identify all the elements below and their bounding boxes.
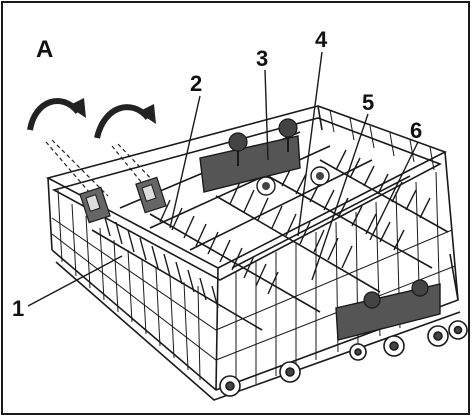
callout-5: 5 (362, 90, 374, 115)
leader-lines (27, 51, 419, 307)
panel-letter: A (36, 36, 53, 63)
hinge-clip-center (135, 176, 167, 214)
curved-arrow-icon (94, 104, 156, 139)
callout-2: 2 (190, 71, 202, 96)
curved-arrow-icon (27, 98, 86, 131)
callout-3: 3 (256, 46, 268, 71)
callout-4: 4 (315, 27, 328, 52)
height-adjuster-front (335, 279, 441, 341)
rack-wheels (219, 320, 468, 397)
hinge-clip-left (79, 186, 111, 224)
callout-1: 1 (12, 296, 24, 321)
back-wall-wires (329, 109, 435, 171)
rack-frame (45, 105, 461, 401)
dashed-guides (45, 139, 157, 201)
height-adjuster-back (199, 118, 330, 196)
callout-6: 6 (410, 118, 422, 143)
